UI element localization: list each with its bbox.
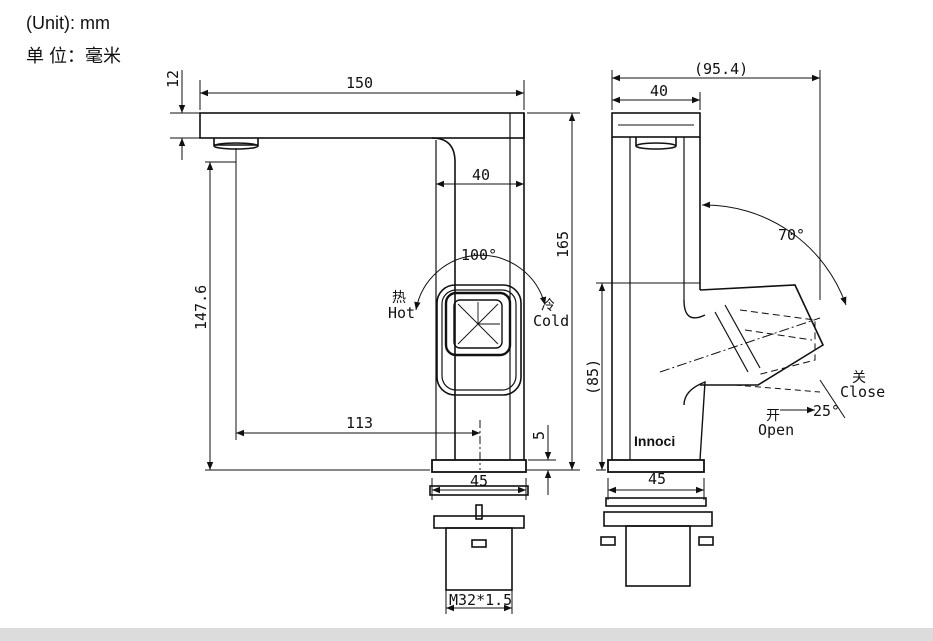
label-close-cn: 关 <box>852 370 866 386</box>
side-aerator <box>635 142 677 150</box>
label-hot-cn: 热 <box>392 290 406 306</box>
mount-plate <box>433 515 525 529</box>
spout-bar <box>199 112 525 139</box>
dim-base-gap: 5 <box>530 431 548 440</box>
dim-front-base-width: 45 <box>470 472 488 490</box>
dim-side-base-width: 45 <box>648 470 666 488</box>
unit-label-cn: 单 位：毫米 <box>26 46 122 66</box>
dim-open-angle: 25° <box>813 402 840 420</box>
threaded-shank <box>445 527 513 591</box>
unit-label-en: (Unit): mm <box>26 13 110 33</box>
body-left-edge <box>431 137 456 460</box>
dim-overall-depth: (95.4) <box>694 60 748 78</box>
handle-outline <box>441 289 517 391</box>
dim-side-body-width: 40 <box>650 82 668 100</box>
front-view <box>199 112 529 591</box>
base-washer <box>429 485 529 496</box>
side-dimensions <box>596 70 847 500</box>
dim-total-height: 165 <box>554 231 572 258</box>
label-cold-en: Cold <box>533 312 569 330</box>
footer-bar <box>0 628 933 641</box>
mount-nut <box>471 539 487 548</box>
side-lever <box>699 284 825 386</box>
base-ring <box>431 459 527 473</box>
side-spout-bar <box>611 112 701 138</box>
brand-logo: Innoci <box>634 433 675 449</box>
side-dimension-labels: (95.4) 40 70° (85) 25° 关 Close 开 Open In… <box>584 60 885 488</box>
side-mount-plate <box>603 511 713 527</box>
side-view <box>600 112 825 587</box>
side-mount-nut-left <box>600 536 616 546</box>
dim-top-height: 12 <box>164 70 182 88</box>
label-open-en: Open <box>758 421 794 439</box>
technical-drawing: 12 150 165 147.6 40 100° 热 Hot 冷 Cold 11… <box>164 60 885 614</box>
dim-front-body-width: 40 <box>472 166 490 184</box>
dim-lever-angle: 70° <box>778 226 805 244</box>
label-close-en: Close <box>840 383 885 401</box>
front-dimension-labels: 12 150 165 147.6 40 100° 热 Hot 冷 Cold 11… <box>164 70 572 609</box>
side-base-ring <box>607 459 705 473</box>
dim-reach: 113 <box>346 414 373 432</box>
side-threaded-shank <box>625 525 691 587</box>
dim-handle-angle: 100° <box>461 246 497 264</box>
dim-lever-height: (85) <box>584 359 602 395</box>
handle-knob <box>444 291 512 357</box>
dim-spout-length: 150 <box>346 74 373 92</box>
dim-thread: M32*1.5 <box>449 591 512 609</box>
side-base-washer <box>605 497 707 507</box>
aerator <box>213 138 259 146</box>
front-dimensions <box>170 70 580 614</box>
mount-stud <box>475 504 483 520</box>
label-open-cn: 开 <box>766 408 780 424</box>
side-mount-nut-right <box>698 536 714 546</box>
label-cold-cn: 冷 <box>541 298 555 314</box>
handle-block <box>436 284 522 396</box>
handle-knob-facets <box>457 302 500 345</box>
dim-spout-height: 147.6 <box>192 285 210 330</box>
label-hot-en: Hot <box>388 304 415 322</box>
